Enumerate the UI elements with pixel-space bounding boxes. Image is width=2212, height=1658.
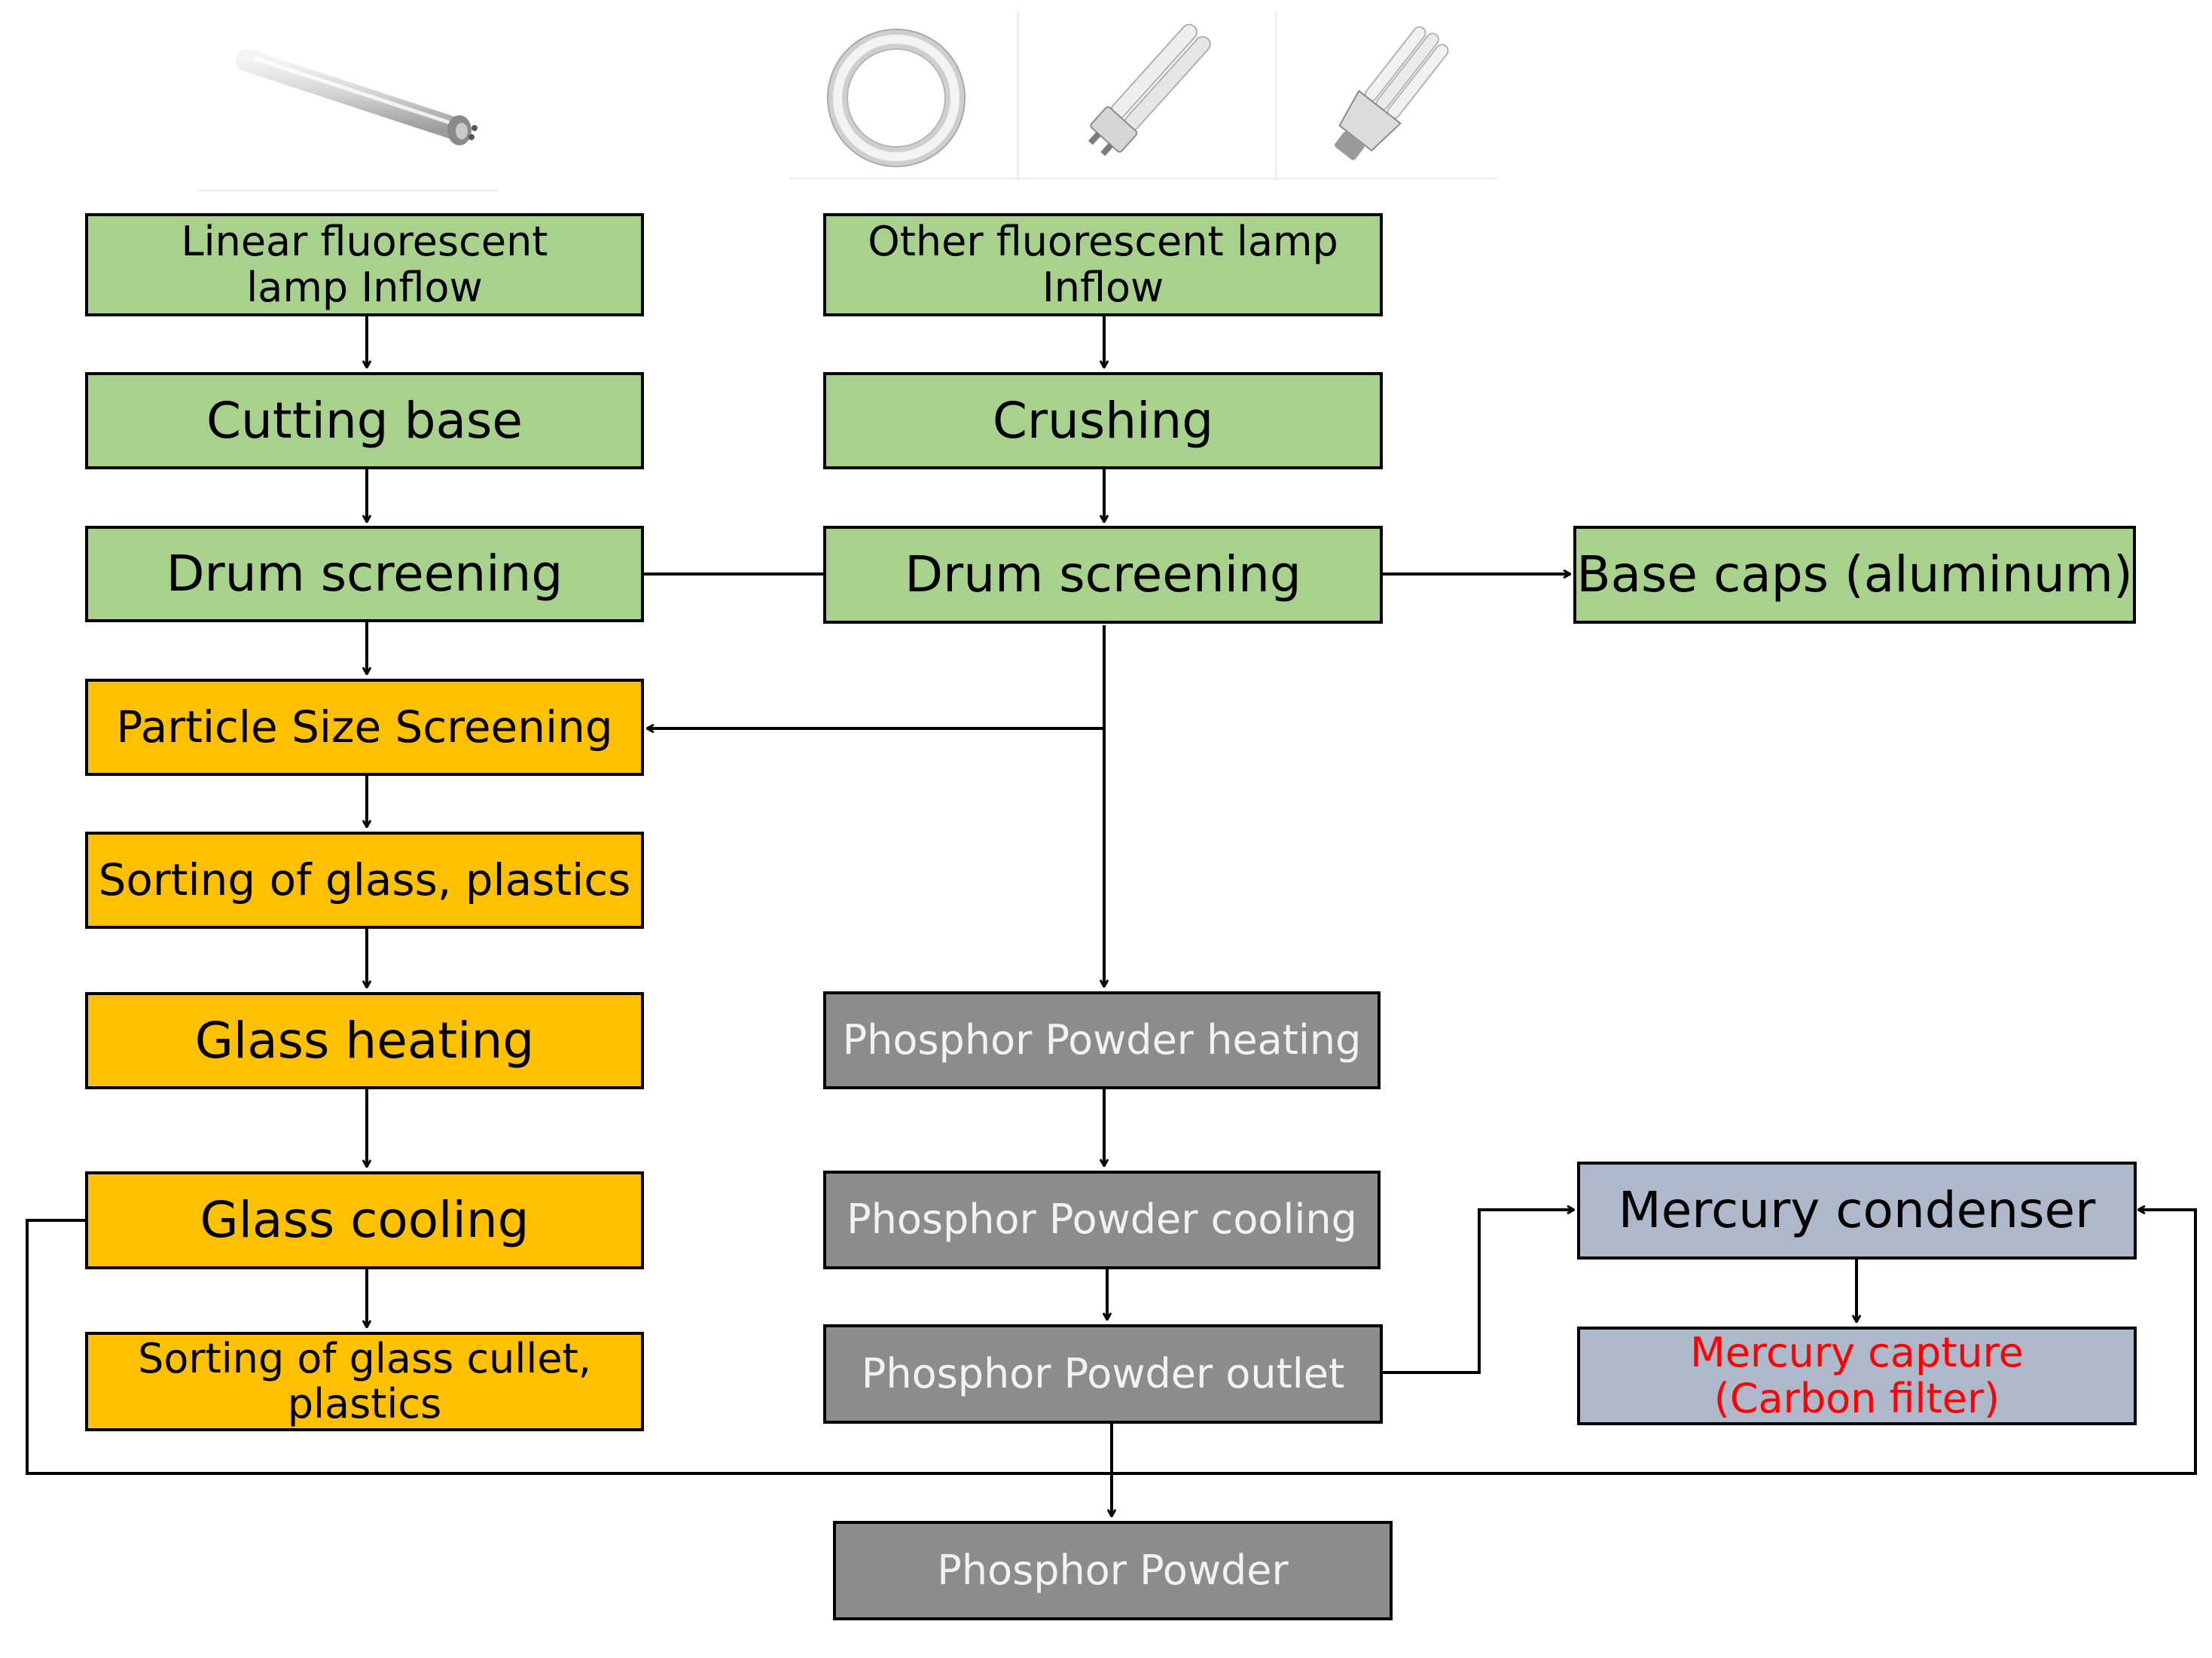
glass-cooling-box: Glass cooling — [85, 1171, 644, 1269]
phosphor-powder-heating-box: Phosphor Powder heating — [823, 991, 1381, 1089]
photo-underline-left — [197, 190, 499, 191]
other-lamp-inflow-box: Other fluorescent lamp Inflow — [823, 213, 1383, 316]
cutting-base-box: Cutting base — [85, 372, 644, 469]
linear-lamp-inflow-box: Linear fluorescent lamp Inflow — [85, 213, 644, 316]
drum-screening-right-box: Drum screening — [823, 526, 1383, 624]
crushing-box: Crushing — [823, 372, 1383, 469]
phosphor-powder-cooling-box: Phosphor Powder cooling — [823, 1171, 1381, 1269]
u-shape-lamp-photo — [1280, 11, 1506, 181]
linear-tube-photo — [211, 23, 512, 181]
circular-lamp-photo — [791, 11, 1019, 181]
phosphor-powder-box: Phosphor Powder — [833, 1521, 1393, 1620]
base-caps-aluminum-box: Base caps (aluminum) — [1573, 526, 2136, 624]
sorting-glass-plastics-box: Sorting of glass, plastics — [85, 832, 644, 929]
particle-size-screening-box: Particle Size Screening — [85, 679, 644, 776]
sorting-glass-cullet-box: Sorting of glass cullet, plastics — [85, 1332, 644, 1431]
glass-heating-box: Glass heating — [85, 992, 644, 1089]
mercury-condenser-box: Mercury condenser — [1577, 1162, 2137, 1260]
photo-underline-right — [789, 178, 1497, 179]
mercury-capture-box: Mercury capture (Carbon filter) — [1577, 1327, 2137, 1425]
phosphor-powder-outlet-box: Phosphor Powder outlet — [823, 1324, 1383, 1424]
drum-screening-left-box: Drum screening — [85, 526, 644, 622]
pl-lamp-photo — [1021, 11, 1277, 181]
